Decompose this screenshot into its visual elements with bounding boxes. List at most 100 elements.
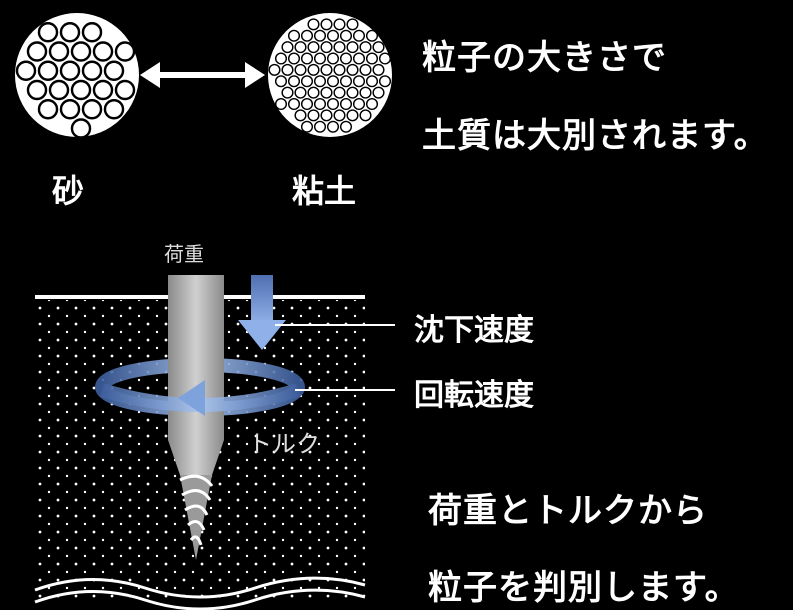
particle-grain (333, 18, 346, 31)
particle-grain (81, 60, 103, 81)
particle-grain (294, 41, 307, 54)
particle-grain (339, 75, 353, 88)
particle-grain (92, 41, 114, 62)
settlement-speed-label: 沈下速度 (414, 313, 534, 348)
particle-grain (287, 97, 301, 111)
particle-grain (352, 97, 366, 111)
particle-grain (346, 109, 359, 122)
particle-grain (307, 63, 320, 76)
particle-grain (92, 79, 114, 101)
particle-grain (81, 22, 103, 43)
particle-grain (359, 109, 372, 122)
particle-grain (37, 60, 59, 81)
particle-grain (103, 99, 125, 120)
particle-grain (300, 52, 314, 65)
particle-grain (313, 29, 327, 42)
particle-grain (313, 75, 327, 88)
particle-grain (294, 109, 307, 122)
particle-grain (346, 18, 359, 31)
particle-grain (352, 29, 366, 42)
particle-grain (326, 75, 340, 88)
sand-label: 砂 (52, 172, 85, 210)
particle-grain (346, 41, 359, 54)
particle-grain (352, 52, 366, 65)
particle-grain (372, 41, 385, 54)
rotation-arrow-icon (178, 380, 205, 416)
particle-grain (378, 75, 392, 88)
particle-grain (333, 86, 346, 99)
particle-grain (307, 109, 320, 122)
double-arrow-icon (140, 62, 265, 88)
particle-grain (307, 41, 320, 54)
intro-line-2: 土質は大別されます。 (422, 116, 769, 156)
sand-particle-circle (15, 13, 139, 139)
particle-grain (287, 29, 301, 42)
particle-grain (59, 22, 81, 43)
particle-grain (313, 97, 327, 111)
particle-grain (15, 60, 37, 81)
particle-grain (365, 29, 379, 42)
load-label: 荷重 (164, 242, 204, 266)
clay-label: 粘土 (292, 172, 357, 210)
particle-grain (274, 97, 288, 111)
conclusion-line-2: 粒子を判別します。 (428, 568, 740, 608)
particle-grain (114, 41, 136, 62)
particle-grain (313, 120, 327, 133)
particle-grain (346, 86, 359, 99)
particle-grain (37, 99, 59, 120)
particle-grain (372, 63, 385, 76)
particle-grain (372, 86, 385, 99)
particle-grain (281, 41, 294, 54)
particle-grain (294, 63, 307, 76)
particle-grain (339, 120, 353, 133)
particle-grain (365, 75, 379, 88)
particle-grain (300, 120, 314, 133)
particle-grain (339, 29, 353, 42)
particle-grain (333, 63, 346, 76)
particle-grain (320, 109, 333, 122)
particle-grain (48, 41, 70, 62)
particle-grain (333, 41, 346, 54)
particle-grain (268, 63, 281, 76)
particle-grain (274, 52, 288, 65)
particle-grain (81, 99, 103, 120)
settlement-down-arrow-icon (238, 275, 286, 350)
particle-grain (365, 97, 379, 111)
particle-grain (326, 97, 340, 111)
particle-grain (346, 63, 359, 76)
particle-grain (26, 41, 48, 62)
particle-grain (59, 99, 81, 120)
particle-grain (326, 29, 340, 42)
particle-grain (274, 75, 288, 88)
conclusion-line-1: 荷重とトルクから (428, 491, 708, 531)
intro-line-1: 粒子の大きさで (422, 38, 667, 78)
particle-grain (300, 29, 314, 42)
particle-grain (281, 63, 294, 76)
particle-grain (70, 79, 92, 101)
particle-grain (313, 52, 327, 65)
particle-grain (359, 86, 372, 99)
particle-grain (320, 86, 333, 99)
particle-grain (114, 79, 136, 101)
particle-grain (339, 97, 353, 111)
torque-label: トルク (248, 430, 320, 458)
particle-grain (326, 120, 340, 133)
clay-particle-circle (268, 13, 392, 137)
particle-grain (339, 52, 353, 65)
particle-grain (352, 75, 366, 88)
particle-grain (300, 75, 314, 88)
screw-rod (168, 275, 224, 560)
particle-grain (365, 52, 379, 65)
particle-grain (70, 41, 92, 62)
particle-grain (26, 79, 48, 101)
particle-grain (378, 52, 392, 65)
particle-grain (359, 63, 372, 76)
particle-grain (59, 60, 81, 81)
particle-grain (70, 118, 92, 139)
particle-grain (287, 52, 301, 65)
particle-grain (326, 52, 340, 65)
particle-grain (300, 97, 314, 111)
particle-grain (320, 18, 333, 31)
particle-grain (333, 109, 346, 122)
